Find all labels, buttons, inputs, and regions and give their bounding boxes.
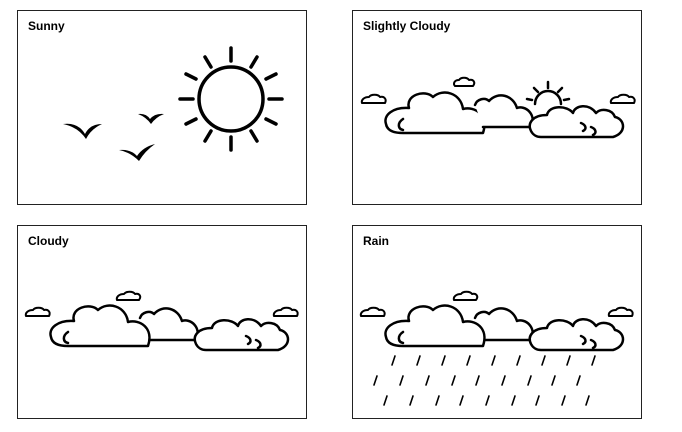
bird-icon bbox=[63, 113, 164, 161]
panel-rain: Rain bbox=[352, 225, 642, 419]
small-cloud-icon bbox=[360, 76, 636, 104]
panel-title: Sunny bbox=[28, 19, 65, 33]
rain-drop-icon bbox=[475, 375, 480, 386]
rain-drop-icon bbox=[541, 355, 546, 366]
rain-drop-icon bbox=[409, 395, 414, 406]
slightly-cloudy-illustration bbox=[360, 76, 636, 139]
rain-drop-icon bbox=[373, 375, 378, 386]
rain-drop-icon bbox=[551, 375, 556, 386]
rain-drop-icon bbox=[585, 395, 590, 406]
cloud-icon bbox=[384, 91, 625, 139]
rain-drop-icon bbox=[451, 375, 456, 386]
panel-title: Slightly Cloudy bbox=[363, 19, 451, 33]
rain-drops bbox=[373, 355, 596, 406]
rain-drop-icon bbox=[466, 355, 471, 366]
rain-drop-icon bbox=[576, 375, 581, 386]
rain-drop-icon bbox=[399, 375, 404, 386]
rain-drop-icon bbox=[516, 355, 521, 366]
rain-drop-icon bbox=[501, 375, 506, 386]
panel-cloudy: Cloudy bbox=[17, 225, 307, 419]
panel-sunny: Sunny bbox=[17, 10, 307, 205]
cloud-icon bbox=[49, 304, 290, 352]
cloudy-illustration bbox=[24, 290, 299, 352]
partial-sun-icon bbox=[525, 80, 571, 106]
small-cloud-icon bbox=[24, 290, 299, 317]
rain-drop-icon bbox=[435, 395, 440, 406]
rain-drop-icon bbox=[491, 355, 496, 366]
panel-title: Rain bbox=[363, 234, 390, 248]
rain-drop-icon bbox=[485, 395, 490, 406]
rain-drop-icon bbox=[566, 355, 571, 366]
rain-drop-icon bbox=[416, 355, 421, 366]
rain-illustration bbox=[359, 290, 634, 406]
rain-drop-icon bbox=[561, 395, 566, 406]
cloud-icon bbox=[384, 304, 625, 352]
rain-drop-icon bbox=[383, 395, 388, 406]
rain-drop-icon bbox=[459, 395, 464, 406]
rain-drop-icon bbox=[391, 355, 396, 366]
rain-drop-icon bbox=[535, 395, 540, 406]
sunny-illustration bbox=[63, 46, 284, 161]
rain-drop-icon bbox=[441, 355, 446, 366]
panel-slightly-cloudy: Slightly Cloudy bbox=[352, 10, 642, 205]
rain-drop-icon bbox=[591, 355, 596, 366]
panel-title: Cloudy bbox=[28, 234, 69, 248]
rain-drop-icon bbox=[425, 375, 430, 386]
sun-icon bbox=[178, 46, 284, 152]
rain-drop-icon bbox=[511, 395, 516, 406]
small-cloud-icon bbox=[359, 290, 634, 317]
rain-drop-icon bbox=[527, 375, 532, 386]
